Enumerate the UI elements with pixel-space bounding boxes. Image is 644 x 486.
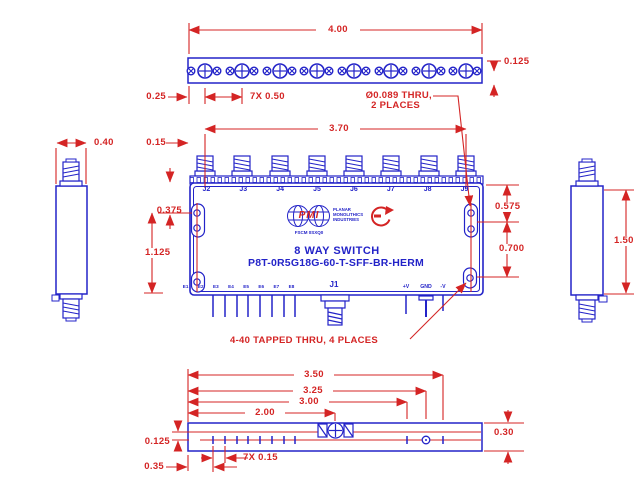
pmi-logo-abbr: PMI: [298, 210, 320, 221]
pin-label-e3: E3: [213, 284, 219, 289]
pmi-logo-name-line2: MONOLITHICS: [333, 211, 364, 217]
dim-hole-span-left: 1.125: [143, 247, 173, 258]
pin-label-e1: E1: [182, 284, 189, 289]
dimension-lines: [55, 23, 634, 472]
port-label-j3: J3: [239, 186, 248, 193]
right-side-view: [570, 158, 608, 323]
part-number: P8T-0R5G18G-60-T-SFF-BR-HERM: [248, 257, 424, 269]
port-label-j9: J9: [460, 186, 469, 193]
bottom-view: [172, 422, 483, 452]
pin-label-e5: E5: [243, 284, 249, 289]
port-label-j6: J6: [350, 186, 358, 193]
dim-connector-spacing: 7X 0.50: [250, 91, 285, 102]
pin-label-e2: E2: [197, 284, 204, 289]
port-label-j7: J7: [386, 186, 395, 193]
port-label-j2: J2: [202, 186, 211, 193]
power-pins: [405, 295, 444, 317]
pmi-logo-name-line3: INDUSTRIES: [333, 216, 360, 222]
left-side-view: [51, 158, 88, 322]
top-view: [186, 57, 483, 84]
dim-connector-width: 0.40: [94, 137, 114, 148]
pin-label-e4: E4: [228, 284, 234, 289]
front-view-body: [189, 182, 484, 296]
front-view: [189, 155, 484, 326]
pin-label-e6: E6: [258, 284, 264, 289]
port-label-row: J2 J3 J4 J5 J6 J7 J8 J9: [188, 186, 483, 193]
bottom-view-pins: [212, 436, 444, 444]
note-hole-line1: Ø0.089 THRU,: [365, 90, 432, 101]
power-label-gnd: GND: [420, 284, 432, 290]
power-label-pos: +V: [402, 284, 410, 290]
bottom-j1-connector: [317, 422, 354, 439]
dim-overall-width: 4.00: [316, 25, 360, 35]
dim-to-j1: 2.00: [245, 408, 285, 418]
dim-bottom-thickness: 0.30: [494, 427, 514, 438]
j1-connector: [320, 294, 350, 326]
rf-common-label: J1: [329, 280, 339, 289]
product-title: 8 WAY SWITCH: [294, 245, 380, 257]
front-view-connectors: [194, 155, 477, 177]
dim-to-gnd: 3.25: [293, 386, 333, 396]
esd-symbol: [371, 206, 394, 227]
port-label-j5: J5: [313, 186, 321, 193]
power-label-neg: -V: [440, 284, 446, 290]
dim-to-neg-v: 3.50: [294, 370, 334, 380]
port-label-j4: J4: [276, 186, 285, 193]
control-pins: [212, 295, 296, 317]
dim-flange-thickness: 0.125: [504, 56, 530, 67]
dim-edge-to-pin: 0.35: [144, 461, 164, 472]
pin-label-e8: E8: [288, 284, 295, 289]
dim-edge-to-port: 0.15: [146, 137, 166, 148]
note-tapped-holes: 4-40 TAPPED THRU, 4 PLACES: [230, 335, 379, 346]
pmi-logo-name-line1: PLANAR: [333, 207, 351, 212]
pmi-fscm-code: FSCM 0SXQ0: [294, 230, 324, 235]
note-hole-line2: 2 PLACES: [371, 100, 420, 111]
dim-pin-spacing: 7X 0.15: [243, 452, 278, 463]
dim-top-to-hole-left: 0.375: [156, 205, 182, 216]
dim-end-offset: 0.25: [146, 91, 166, 102]
pin-label-e7: E7: [273, 284, 280, 289]
dim-port-span: 3.70: [318, 124, 360, 134]
dim-to-pos-v: 3.00: [289, 397, 329, 407]
dim-body-height: 1.50: [612, 235, 636, 246]
port-label-j8: J8: [423, 186, 432, 193]
dim-pin-row-offset: 0.125: [144, 436, 170, 447]
dim-top-to-hole-right: 0.575: [493, 201, 523, 212]
dim-hole-span-right: 0.700: [497, 243, 527, 254]
pmi-logo-globes: [287, 205, 330, 227]
control-pin-label-row: E1 E2 E3 E4 E5 E6 E7 E8: [178, 284, 299, 289]
pmi-logo-name: PLANAR MONOLITHICS INDUSTRIES: [333, 207, 364, 223]
